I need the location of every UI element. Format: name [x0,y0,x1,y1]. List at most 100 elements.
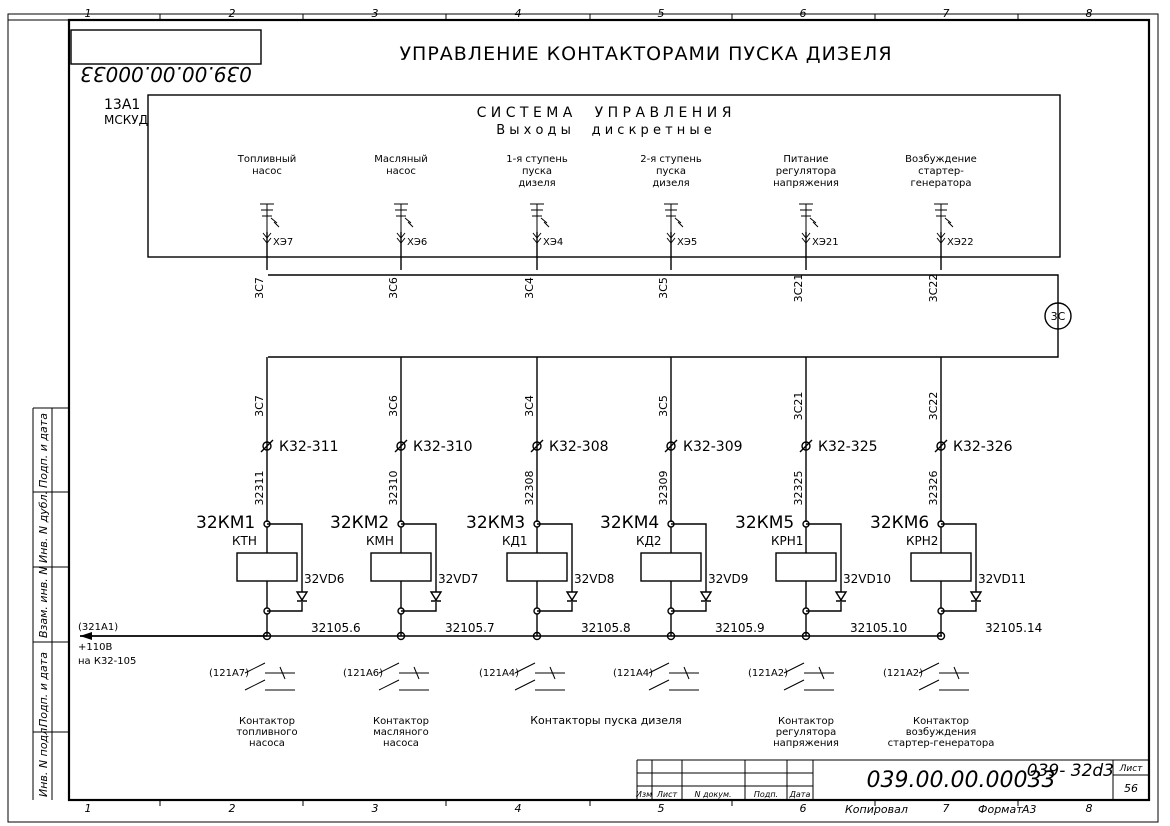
group-caption: Контакторы пуска дизеля [530,714,681,727]
cable-bundle [268,274,1059,358]
relay-contact-icon [648,662,699,691]
diode-label: 32VD8 [574,572,614,586]
terminal-label: К32-308 [549,439,609,455]
connector-icon [532,232,542,244]
contactor-coil [910,552,972,582]
stamp-podp: Подп. [754,790,778,799]
control-ref: (121А2) [748,668,788,679]
control-ref: (121А6) [343,668,383,679]
opto-output-icon [530,203,550,232]
terminal-icon [801,441,811,451]
wire-label-top: 3С5 [657,277,670,299]
relay-contact-icon [378,662,429,691]
output-column: 2-я ступеньпускадизеляХЭ53С53С5К32-30932… [600,154,765,691]
strip-label-1: Инв. N подл. [37,724,50,797]
connector-label: ХЭ21 [812,237,839,248]
control-ref: (121А4) [479,668,519,679]
contactor-name: КД1 [502,534,528,548]
terminal-icon [532,441,542,451]
output-label-line2: регулятора [776,166,837,177]
zone-marker-top: 7 [943,7,950,20]
stamp-copied: Копировал [845,803,908,816]
zone-marker-top: 4 [515,7,522,20]
stamp-sheet-number: 56 [1124,782,1138,795]
bus-node-label: 32105.8 [581,621,631,635]
contact-caption-3: насоса [383,738,419,749]
contact-caption-2: регулятора [776,727,837,738]
bus-node-label: 32105.7 [445,621,495,635]
drawing-frame [67,18,1151,802]
relay-contact-icon [918,662,969,691]
contactor-id: 32КМ3 [466,513,525,533]
output-label-line3: дизеля [652,178,689,189]
terminal-label: К32-309 [683,439,743,455]
connector-label: ХЭ7 [273,237,293,248]
opto-output-icon [664,203,684,232]
diode-label: 32VD11 [978,572,1026,586]
wire-number: 32308 [523,471,536,506]
terminal-icon [262,441,272,451]
output-label-line2: пуска [656,166,686,177]
zone-marker-top: 5 [658,7,665,20]
zone-marker-bottom: 4 [515,802,522,815]
page-title: УПРАВЛЕНИЕ КОНТАКТОРАМИ ПУСКА ДИЗЕЛЯ [399,43,892,65]
opto-output-icon [934,203,954,232]
system-title: С И С Т Е М А У П Р А В Л Е Н И Я [477,105,732,121]
wire-label-bottom: 3С21 [792,392,805,421]
strip-label-5: Подп. и дата [37,413,50,488]
strip-label-3: Взам. инв. N [37,567,50,638]
contactor-coil [775,552,837,582]
terminal-icon [936,441,946,451]
title-stamp: Изм Лист N докум. Подп. Дата 039.00.00.0… [636,759,1149,816]
wire-label-bottom: 3С4 [523,395,536,417]
contactor-id: 32КМ6 [870,513,929,533]
diode-label: 32VD9 [708,572,748,586]
bus-node-label: 32105.9 [715,621,765,635]
sheet-border [7,13,1159,823]
contact-caption-3: стартер-генератора [888,738,995,749]
wire-label-bottom: 3С6 [387,395,400,417]
output-label-line3: дизеля [518,178,555,189]
stamp-sheet-label: Лист [1119,764,1144,774]
diode-icon [565,591,579,602]
relay-contact-icon [514,662,565,691]
wire-number: 32311 [253,471,266,506]
diode-icon [834,591,848,602]
terminal-icon [396,441,406,451]
output-label-line2: насос [386,166,416,177]
output-label-line1: Возбуждение [905,154,977,165]
code-top-left: 039.00.00.00033 [80,62,252,86]
connector-label: ХЭ4 [543,237,563,248]
contact-caption-2: топливного [236,727,297,738]
output-label-line1: Питание [783,154,828,165]
contactor-id: 32КМ4 [600,513,659,533]
source-voltage: +110В [78,642,112,653]
connector-icon [936,232,946,244]
zone-marker-bottom: 3 [372,802,379,815]
zone-marker-top: 1 [85,7,92,20]
output-label-line1: 2-я ступень [640,154,702,165]
diode-icon [969,591,983,602]
wire-number: 32325 [792,471,805,506]
zone-marker-bottom: 6 [800,802,807,815]
stamp-izm: Изм [636,790,652,799]
diode-label: 32VD7 [438,572,478,586]
relay-contact-icon [244,662,295,691]
sheet-code: 039- 32d3 [1027,761,1114,781]
contact-caption-3: напряжения [773,738,839,749]
strip-label-2: Подп. и дата [37,652,50,727]
connector-icon [262,232,272,244]
source-ref: (321А1) [78,622,118,633]
wire-number: 32326 [927,471,940,506]
code-box [70,29,262,65]
output-label-line2: стартер- [918,166,964,177]
wire-number: 32310 [387,471,400,506]
opto-output-icon [799,203,819,232]
cable-marker [1044,302,1072,330]
diode-icon [699,591,713,602]
cable-label: 3С [1051,310,1066,323]
wire-label-top: 3С22 [927,274,940,303]
contact-caption-1: Контактор [913,716,969,727]
contactor-name: КРН1 [771,534,803,548]
